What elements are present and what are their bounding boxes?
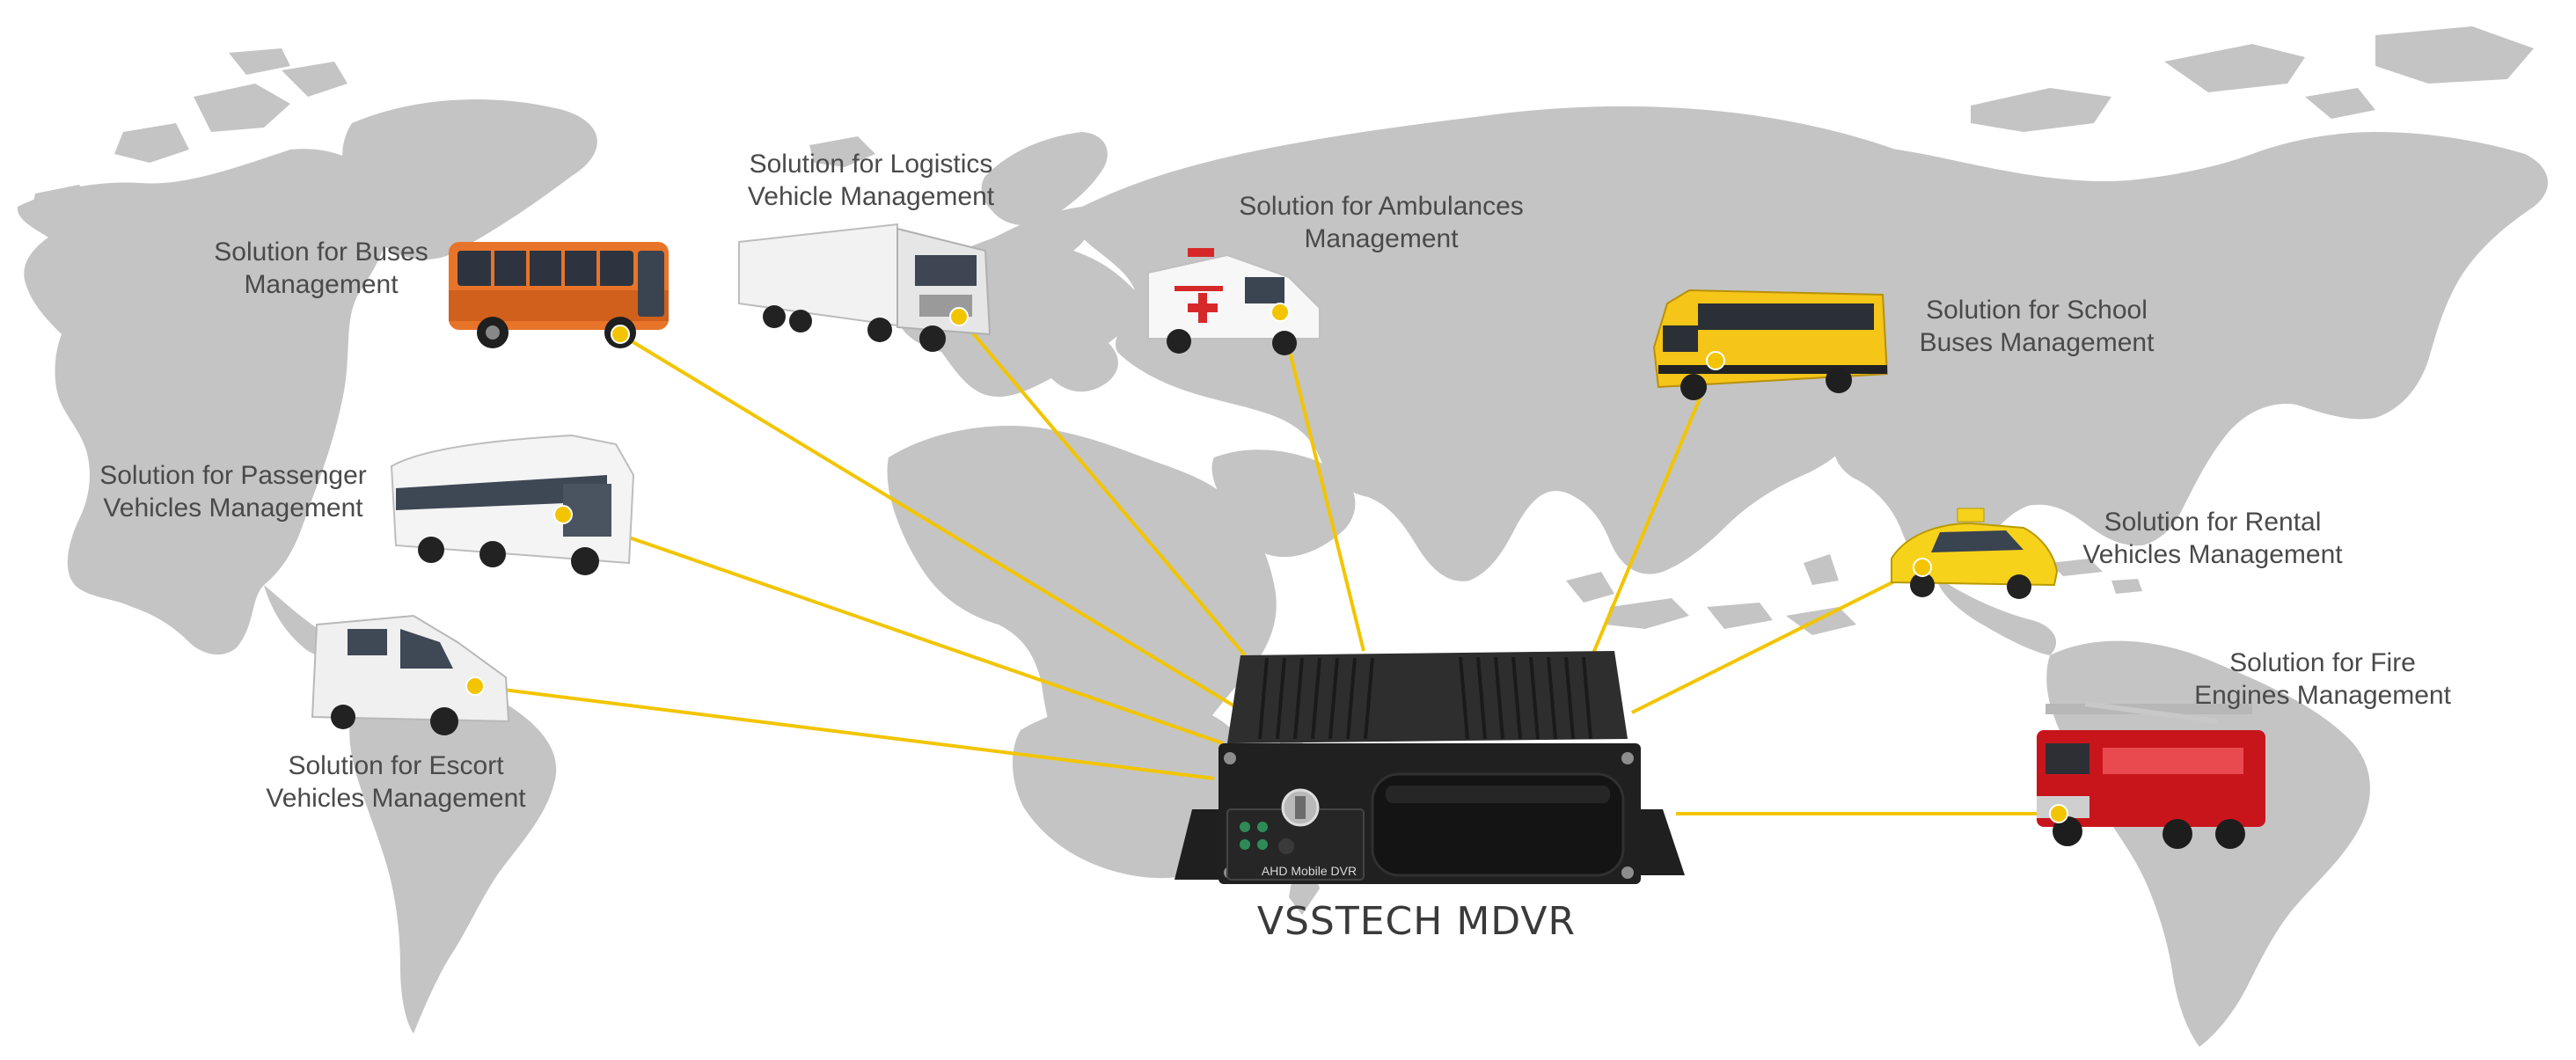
- heat-sink-fins: [1258, 656, 1592, 740]
- label-school-buses-line2: Buses Management: [1919, 328, 2155, 357]
- central-america-right-shape: [1936, 576, 2057, 655]
- endpoint-dots: [465, 303, 2068, 823]
- dot-passenger: [553, 505, 573, 524]
- label-fire-line2: Engines Management: [2194, 681, 2451, 710]
- connector-rental: [1631, 566, 1923, 714]
- label-fire-line1: Solution for Fire: [2229, 648, 2416, 677]
- label-rental: Solution for Rental Vehicles Management: [2072, 506, 2353, 571]
- label-buses: Solution for Buses Management: [198, 236, 444, 301]
- label-passenger: Solution for Passenger Vehicles Manageme…: [84, 459, 383, 524]
- label-logistics-line1: Solution for Logistics: [749, 150, 993, 179]
- white-cargo-truck-icon: [738, 223, 992, 352]
- arctic-islands-shape: [114, 48, 348, 163]
- mdvr-device: [1175, 651, 1685, 884]
- greenland-shape: [342, 99, 597, 260]
- indonesia-shape: [1566, 554, 1856, 635]
- label-rental-line1: Solution for Rental: [2104, 508, 2322, 537]
- iceland-shape: [809, 136, 875, 167]
- red-fire-engine-icon: [2037, 701, 2265, 849]
- connector-escort: [474, 684, 1215, 780]
- dot-rental: [1913, 558, 1932, 577]
- white-coach-bus-icon: [390, 434, 635, 575]
- device-panel-text: AHD Mobile DVR: [1262, 864, 1357, 878]
- north-america-shape: [17, 149, 392, 655]
- label-buses-line2: Management: [244, 270, 399, 299]
- label-logistics: Solution for Logistics Vehicle Managemen…: [721, 148, 1021, 213]
- hudson-island-shape: [31, 185, 97, 224]
- arctic-right-shape: [1971, 26, 2534, 132]
- yellow-taxi-icon: [1891, 508, 2059, 599]
- label-escort-line2: Vehicles Management: [266, 784, 526, 813]
- label-school-buses-line1: Solution for School: [1926, 296, 2148, 325]
- label-escort-line1: Solution for Escort: [288, 751, 504, 780]
- label-passenger-line1: Solution for Passenger: [99, 461, 367, 490]
- label-fire: Solution for Fire Engines Management: [2177, 647, 2468, 712]
- connector-logistics: [957, 315, 1247, 657]
- alaska-right-shape: [1548, 132, 2549, 578]
- connector-buses: [618, 333, 1247, 714]
- dot-ambulances: [1270, 303, 1290, 322]
- orange-city-bus-icon: [449, 242, 669, 348]
- product-name: VSSTECH MDVR: [1256, 899, 1577, 944]
- dot-fire: [2049, 804, 2068, 823]
- connector-lines: [474, 311, 2059, 815]
- caribbean-shape: [2050, 559, 2142, 594]
- connector-school-buses: [1591, 360, 1717, 656]
- dot-school-buses: [1706, 351, 1725, 370]
- label-ambulances-line1: Solution for Ambulances: [1239, 192, 1524, 221]
- dot-buses: [611, 325, 630, 344]
- connector-passenger: [562, 513, 1224, 745]
- scandinavia-shape: [981, 132, 1108, 226]
- south-america-shape: [349, 672, 557, 1034]
- label-logistics-line2: Vehicle Management: [747, 182, 995, 211]
- label-escort: Solution for Escort Vehicles Management: [255, 749, 537, 815]
- dot-logistics: [949, 307, 969, 326]
- dot-escort: [465, 676, 485, 696]
- white-escort-van-icon: [311, 614, 510, 735]
- connector-ambulances: [1278, 311, 1365, 652]
- label-ambulances-line2: Management: [1304, 224, 1459, 253]
- label-buses-line1: Solution for Buses: [214, 238, 428, 267]
- label-school-buses: Solution for School Buses Management: [1905, 294, 2169, 359]
- label-passenger-line2: Vehicles Management: [103, 493, 363, 523]
- label-ambulances: Solution for Ambulances Management: [1210, 190, 1553, 255]
- label-rental-line2: Vehicles Management: [2082, 540, 2343, 569]
